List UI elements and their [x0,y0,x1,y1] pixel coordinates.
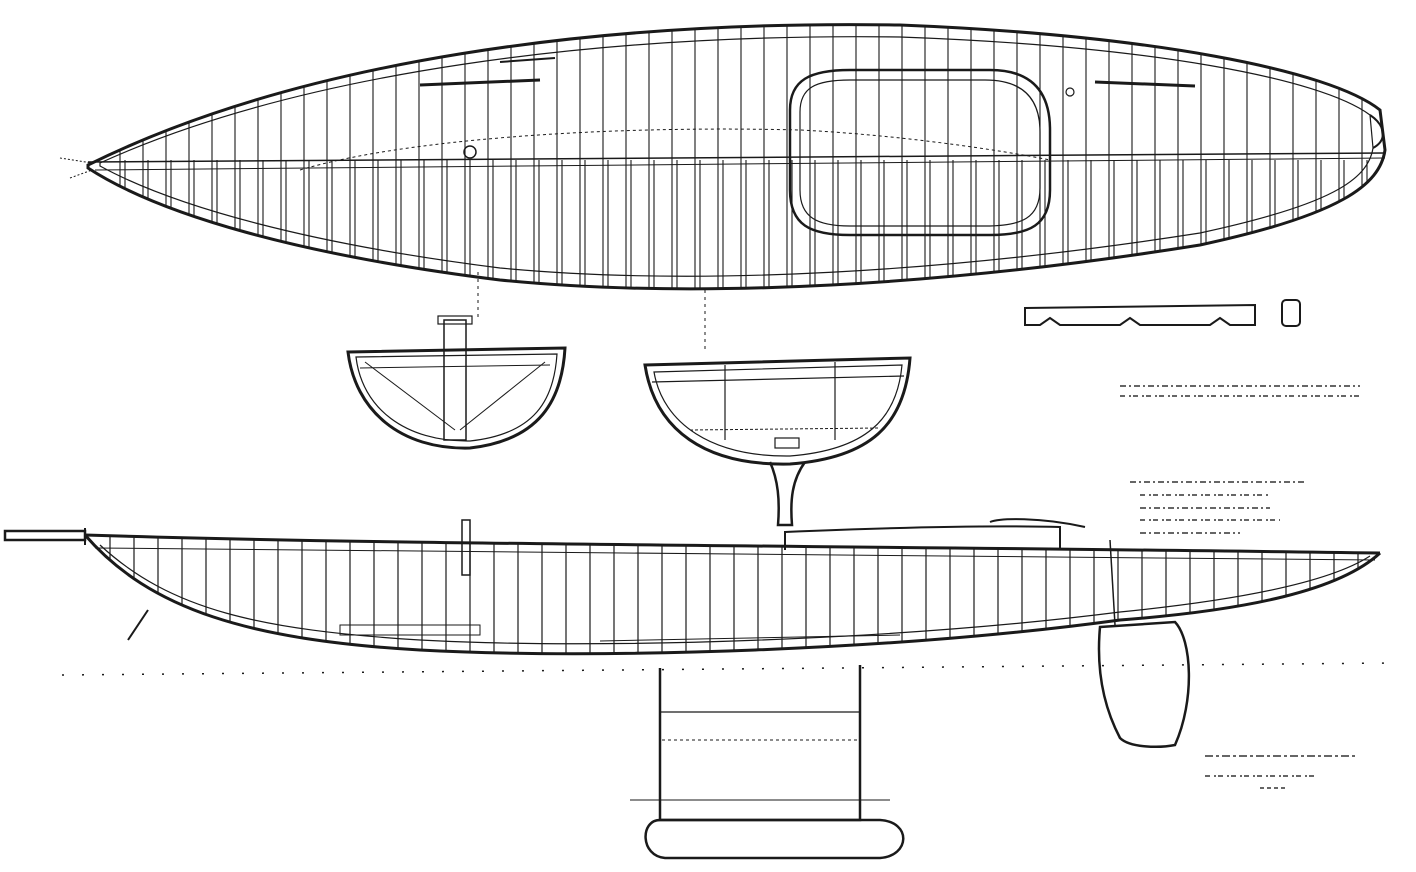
keel-line [83,534,1382,656]
section-mid-outline [643,356,912,466]
floor-line [599,634,901,642]
keel-bulb [644,818,905,860]
transom [1369,114,1384,149]
detail-small-block [1281,299,1301,327]
centerboard-trunk-top [437,315,473,325]
section-brace-a [364,361,456,431]
bow-pointer [59,157,93,164]
section-forward-inner [355,353,558,442]
deck-outline [86,23,1387,291]
tiller [3,529,87,542]
title-note-scribble [1205,755,1355,789]
deck-fitting [1065,87,1075,97]
section-forward-outline [346,346,567,450]
ballast-keel [630,665,905,860]
keel-fin-outline [658,665,862,822]
deck-inner-outline [99,36,1374,277]
section-deck-beam [359,364,551,369]
sheet-track [499,57,556,63]
centerboard-slot [339,624,481,636]
cockpit-outline [788,68,1052,237]
spec-note-scribble [1130,481,1305,534]
deck-edge-line [94,547,1376,561]
keel-bolt-block [774,437,800,449]
rabbet-line [99,544,1371,645]
cabin-trunk [784,525,1061,550]
cross-section-forward [346,315,567,450]
thwart-bar-right [1094,80,1196,88]
keelson-line [94,157,1386,171]
section-mid-deck-beam [651,375,905,383]
mast-line [1109,539,1116,626]
rudder [1097,620,1191,748]
floor-outline-dotted [299,128,1051,171]
stern-pointer [127,609,149,641]
section-brace-b [459,361,546,431]
thwart-bar [419,78,541,87]
mast-partner [461,519,471,576]
bow-pointer-2 [69,169,93,179]
detail-part [1024,299,1301,327]
boom-crutch [989,518,1086,528]
centerboard-trunk [443,319,467,441]
cross-section-midship [643,356,912,527]
centerline [87,152,1386,163]
detail-part-outline [1024,303,1256,326]
cockpit-coaming [799,79,1041,227]
section-mid-floor [689,427,881,431]
section-mid-inner [653,364,903,457]
waterline [61,662,1396,676]
mast-step [463,145,477,159]
keel-stem [768,461,807,527]
sheer-line [84,533,1381,555]
hull-profile-view [3,518,1396,748]
detail-note-scribble [1120,385,1360,397]
hull-plan-view [59,23,1387,291]
